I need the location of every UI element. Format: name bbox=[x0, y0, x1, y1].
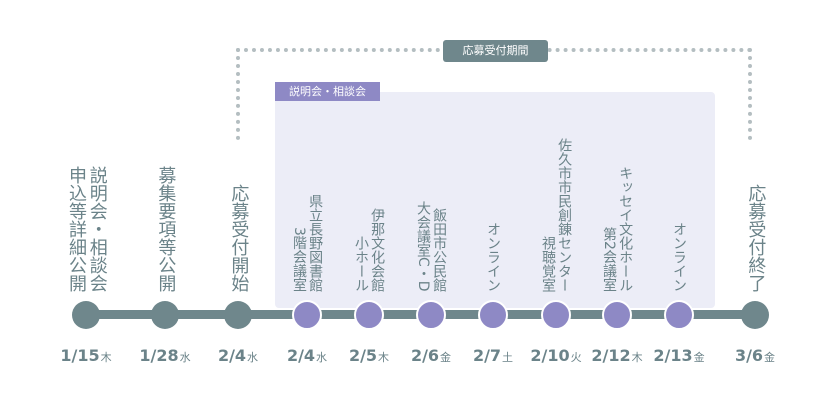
timeline-node bbox=[664, 300, 694, 330]
timeline-node bbox=[151, 301, 179, 329]
date-text: 2/13 bbox=[653, 346, 693, 365]
weekday-text: 木 bbox=[631, 351, 643, 364]
session-badge: 説明会・相談会 bbox=[275, 82, 380, 101]
weekday-text: 水 bbox=[247, 351, 259, 364]
timeline-node bbox=[416, 300, 446, 330]
timeline-node bbox=[354, 300, 384, 330]
weekday-text: 木 bbox=[100, 351, 112, 364]
weekday-text: 木 bbox=[378, 351, 390, 364]
event-label: 伊那文化会館 小ホール bbox=[353, 208, 386, 292]
date-text: 2/4 bbox=[217, 346, 247, 365]
weekday-text: 水 bbox=[179, 351, 191, 364]
date-text: 2/5 bbox=[348, 346, 378, 365]
event-date: 2/4水 bbox=[287, 346, 327, 365]
date-text: 2/6 bbox=[410, 346, 440, 365]
weekday-text: 水 bbox=[316, 351, 328, 364]
date-text: 2/4 bbox=[286, 346, 316, 365]
timeline-node bbox=[224, 301, 252, 329]
event-date: 2/7土 bbox=[473, 346, 513, 365]
weekday-text: 土 bbox=[502, 351, 514, 364]
event-label: 県立長野図書館 3階会議室 bbox=[291, 194, 324, 292]
event-label: 説明会・相談会 申込等詳細公開 bbox=[66, 166, 108, 292]
event-label: オンライン bbox=[485, 222, 502, 292]
application-period-badge: 応募受付期間 bbox=[443, 40, 548, 62]
event-date: 2/12木 bbox=[591, 346, 642, 365]
event-label: キッセイ文化ホール 第2会議室 bbox=[601, 166, 634, 292]
event-date: 2/4水 bbox=[218, 346, 258, 365]
event-date: 2/13金 bbox=[653, 346, 704, 365]
event-label: 飯田市公民館 大会議室C・D bbox=[415, 201, 448, 292]
date-text: 3/6 bbox=[734, 346, 764, 365]
event-label: 佐久市市民創錬センター 視聴覚室 bbox=[540, 138, 573, 292]
weekday-text: 火 bbox=[570, 351, 582, 364]
event-date: 1/15木 bbox=[60, 346, 111, 365]
date-text: 2/10 bbox=[530, 346, 570, 365]
event-date: 2/10火 bbox=[530, 346, 581, 365]
event-date: 1/28水 bbox=[139, 346, 190, 365]
date-text: 2/7 bbox=[472, 346, 502, 365]
event-label: 応募受付開始 bbox=[228, 184, 250, 292]
event-label: オンライン bbox=[671, 222, 688, 292]
event-label: 募集要項等公開 bbox=[155, 166, 177, 292]
event-date: 2/5木 bbox=[349, 346, 389, 365]
event-date: 3/6金 bbox=[735, 346, 775, 365]
weekday-text: 金 bbox=[693, 351, 705, 364]
timeline-node bbox=[72, 301, 100, 329]
date-text: 1/28 bbox=[139, 346, 179, 365]
weekday-text: 金 bbox=[764, 351, 776, 364]
event-date: 2/6金 bbox=[411, 346, 451, 365]
timeline-node bbox=[541, 300, 571, 330]
session-period-panel bbox=[275, 92, 715, 308]
date-text: 1/15 bbox=[60, 346, 100, 365]
timeline-node bbox=[478, 300, 508, 330]
timeline-node bbox=[292, 300, 322, 330]
timeline-node bbox=[741, 301, 769, 329]
timeline-node bbox=[602, 300, 632, 330]
event-label: 応募受付終了 bbox=[745, 184, 767, 292]
weekday-text: 金 bbox=[440, 351, 452, 364]
date-text: 2/12 bbox=[591, 346, 631, 365]
